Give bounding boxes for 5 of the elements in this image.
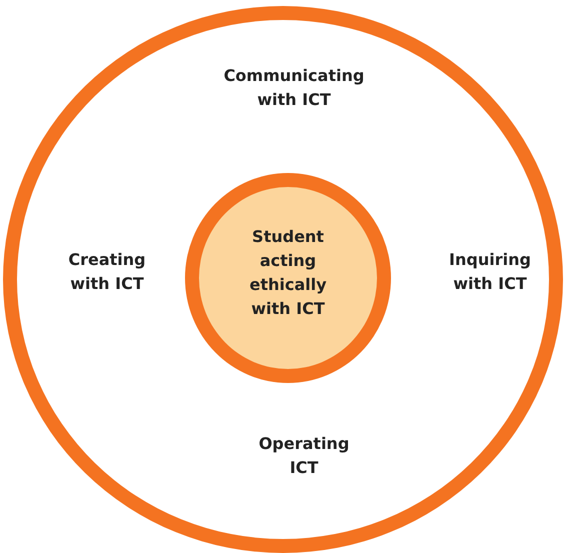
label-text: Creating with ICT [67, 249, 147, 295]
label-text: Communicating with ICT [222, 65, 366, 111]
label-text: Operating ICT [258, 433, 350, 479]
label-text: Inquiring with ICT [448, 249, 532, 295]
label-text: Student acting ethically with ICT [248, 226, 328, 320]
